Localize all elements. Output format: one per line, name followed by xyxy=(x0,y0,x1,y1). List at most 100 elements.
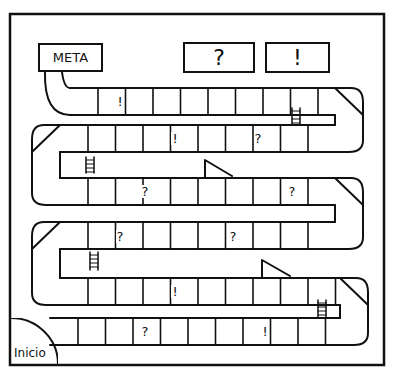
start-path xyxy=(62,72,70,88)
ladder-rung xyxy=(318,310,326,311)
cell-divider xyxy=(297,318,299,345)
turn-diagonal xyxy=(335,178,363,205)
cell-divider xyxy=(87,178,89,205)
ladder-rung xyxy=(292,114,300,115)
cell-divider xyxy=(307,178,309,205)
cell-divider xyxy=(142,222,144,249)
cell-divider xyxy=(262,88,264,115)
ladder-rung xyxy=(318,306,326,307)
cell-divider xyxy=(225,278,227,305)
turn-diagonal xyxy=(340,278,368,305)
track-turn xyxy=(334,205,336,222)
ladder-rung xyxy=(90,258,98,259)
cell-divider xyxy=(125,88,127,115)
cell-mark: ! xyxy=(116,95,123,108)
node-text: META xyxy=(53,51,88,64)
cell-divider xyxy=(152,88,154,115)
cell-divider xyxy=(335,278,337,305)
ladder-rung xyxy=(318,302,326,303)
track-turn xyxy=(335,178,363,249)
cell-divider xyxy=(252,222,254,249)
track-edge xyxy=(60,277,340,279)
cell-divider xyxy=(207,88,209,115)
cell-mark: ? xyxy=(141,325,150,338)
cell-divider xyxy=(270,318,272,345)
ladder-rung xyxy=(86,171,94,172)
ladder-rung xyxy=(292,110,300,111)
track-turn xyxy=(339,305,341,318)
track-turn xyxy=(335,88,363,152)
corner-arc xyxy=(11,318,58,364)
cell-mark: ! xyxy=(171,132,178,145)
track-turn xyxy=(32,125,60,205)
ladder-rung xyxy=(90,262,98,263)
cell-divider xyxy=(87,222,89,249)
ladder-rung xyxy=(292,122,300,123)
cell-mark: ! xyxy=(171,285,178,298)
cell-divider xyxy=(225,125,227,152)
cell-divider xyxy=(160,318,162,345)
cell-divider xyxy=(132,318,134,345)
cell-divider xyxy=(225,222,227,249)
cell-mark: ? xyxy=(229,230,238,243)
track-turn xyxy=(334,115,336,125)
ladder-rung xyxy=(90,266,98,267)
track-turn xyxy=(59,249,61,278)
cell-divider xyxy=(290,88,292,115)
cell-divider xyxy=(142,278,144,305)
track-turn xyxy=(59,152,61,178)
goal-box: META xyxy=(38,43,103,72)
cell-divider xyxy=(87,278,89,305)
cell-divider xyxy=(280,125,282,152)
cell-divider xyxy=(317,88,319,115)
ladder-rung xyxy=(86,159,94,160)
ladder-rung xyxy=(86,163,94,164)
flag-mark xyxy=(262,260,290,278)
node-text: ? xyxy=(213,47,225,69)
cell-divider xyxy=(87,125,89,152)
start-path xyxy=(45,72,70,115)
cell-divider xyxy=(105,318,107,345)
cell-divider xyxy=(197,222,199,249)
cell-divider xyxy=(325,318,327,345)
cell-divider xyxy=(242,318,244,345)
track-turn xyxy=(32,222,60,305)
ladder-rung xyxy=(318,314,326,315)
flag-mark xyxy=(205,160,232,178)
cell-divider xyxy=(115,278,117,305)
cell-divider xyxy=(115,125,117,152)
cell-divider xyxy=(170,222,172,249)
cell-divider xyxy=(307,125,309,152)
cell-divider xyxy=(97,88,99,115)
cell-divider xyxy=(307,222,309,249)
turn-diagonal xyxy=(335,88,363,115)
node-text: ! xyxy=(293,47,302,69)
cell-divider xyxy=(235,88,237,115)
turn-diagonal xyxy=(32,125,60,152)
cell-divider xyxy=(115,178,117,205)
track-edge xyxy=(70,114,335,116)
cell-mark: ? xyxy=(141,185,150,198)
cell-divider xyxy=(280,222,282,249)
cell-mark: ? xyxy=(288,185,297,198)
cell-divider xyxy=(187,318,189,345)
cell-divider xyxy=(170,178,172,205)
track-edge xyxy=(50,317,340,319)
cell-mark: ? xyxy=(254,132,263,145)
cell-divider xyxy=(280,178,282,205)
cell-divider xyxy=(225,178,227,205)
question-box: ? xyxy=(183,42,255,73)
cell-mark: ! xyxy=(261,325,268,338)
turn-diagonal xyxy=(32,222,60,249)
cell-divider xyxy=(307,278,309,305)
cell-mark: ? xyxy=(116,230,125,243)
board-frame xyxy=(10,14,384,365)
alert-box: ! xyxy=(265,42,330,73)
cell-divider xyxy=(252,278,254,305)
ladder-rung xyxy=(90,254,98,255)
cell-divider xyxy=(252,178,254,205)
track-edge xyxy=(50,344,340,346)
track-edge xyxy=(60,304,340,306)
track-edge xyxy=(70,87,335,89)
cell-divider xyxy=(180,88,182,115)
